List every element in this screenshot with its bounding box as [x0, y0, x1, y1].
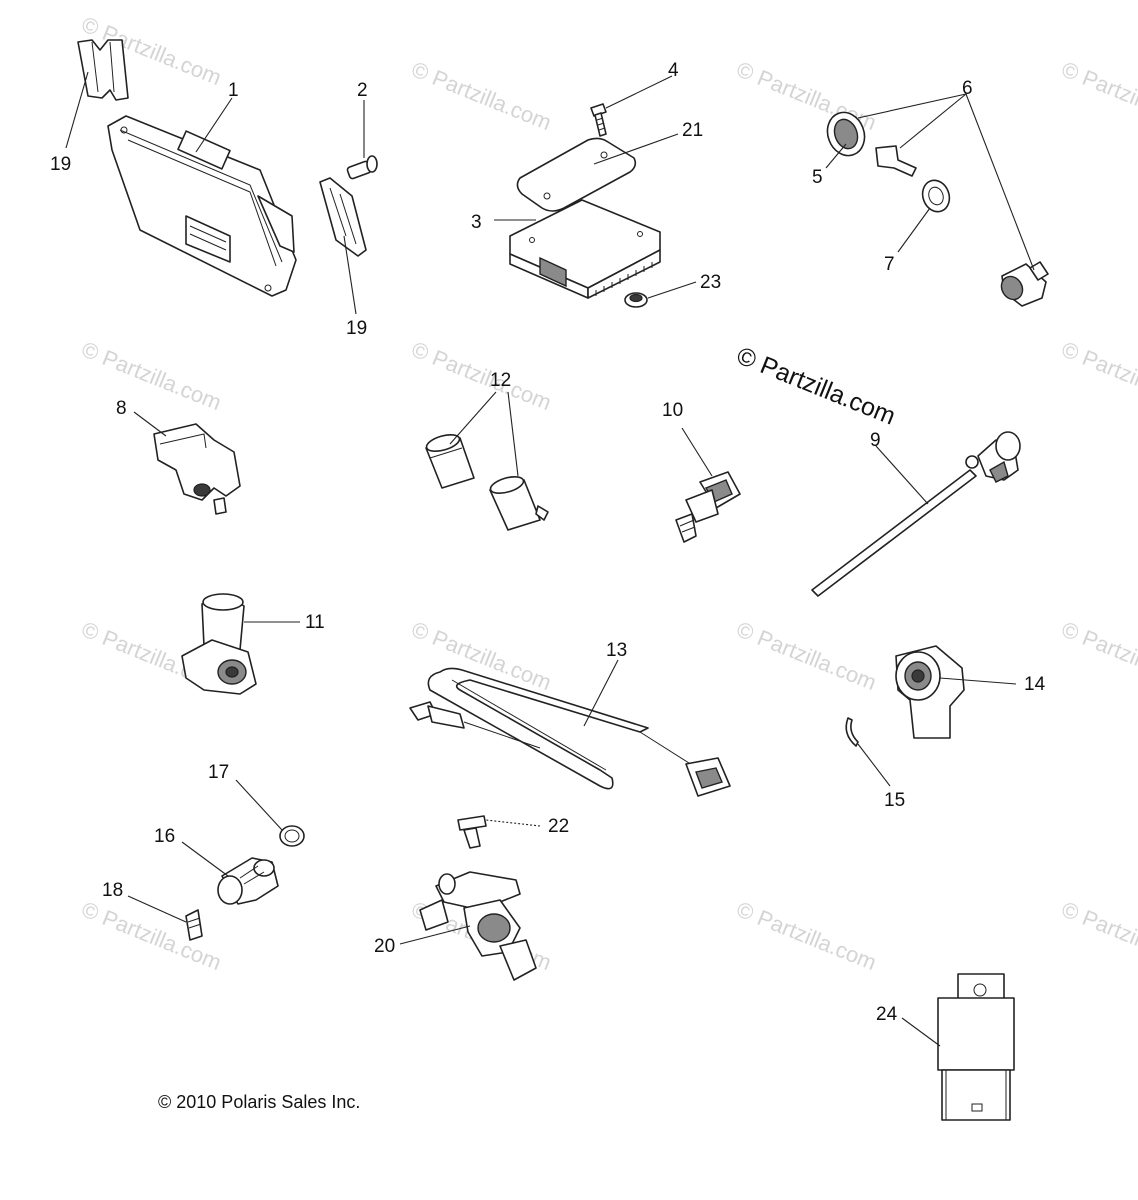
part-11-tps[interactable]: [181, 593, 257, 695]
part-10-temp-sensor[interactable]: [675, 471, 741, 543]
part-3-module[interactable]: [509, 199, 661, 299]
callout-labels: 1 2 3 4 5 6 7 8 9 10 11 12 13 14 15 16 1…: [50, 60, 1046, 1025]
watermark-text: © Partzilla.com: [408, 56, 555, 135]
callout-23: 23: [700, 272, 721, 293]
part-12-pins[interactable]: [425, 432, 549, 531]
watermark-text: © Partzilla.com: [408, 336, 555, 415]
part-8-map-sensor[interactable]: [153, 423, 241, 515]
callout-13: 13: [606, 640, 627, 661]
part-23-grommet[interactable]: [624, 292, 648, 308]
callout-19: 19: [346, 318, 367, 339]
watermark-center: © Partzilla.com: [733, 342, 900, 431]
watermark-text: © Partzilla.com: [1058, 336, 1138, 415]
watermark-text: © Partzilla.com: [1058, 616, 1138, 695]
callout-17: 17: [208, 762, 229, 783]
leader-lines: [65, 71, 1035, 1047]
watermark-text: © Partzilla.com: [78, 896, 225, 975]
part-15-clip[interactable]: [845, 717, 859, 747]
callout-6: 6: [962, 78, 973, 99]
callout-4: 4: [668, 60, 679, 81]
watermark-text: © Partzilla.com: [733, 616, 880, 695]
part-6-ignition-switch[interactable]: [997, 261, 1049, 307]
callout-2: 2: [357, 80, 368, 101]
callout-11: 11: [305, 612, 325, 633]
callout-5: 5: [812, 167, 823, 188]
callout-1: 1: [228, 80, 239, 101]
part-13-harness[interactable]: [409, 667, 731, 797]
callout-19: 19: [50, 154, 71, 175]
watermark-text: © Partzilla.com: [733, 896, 880, 975]
callout-7: 7: [884, 254, 895, 275]
callout-20: 20: [374, 936, 395, 957]
watermark-text: © Partzilla.com: [78, 336, 225, 415]
part-19-bracket-left[interactable]: [77, 39, 129, 101]
part-21-gasket[interactable]: [516, 137, 637, 212]
part-5-cap[interactable]: [822, 107, 871, 161]
part-16-speed-sensor[interactable]: [217, 857, 279, 905]
part-1-ecu[interactable]: [107, 115, 297, 297]
part-14-knock-sensor[interactable]: [895, 645, 965, 739]
callout-21: 21: [682, 120, 703, 141]
watermark-text: © Partzilla.com: [1058, 896, 1138, 975]
callout-9: 9: [870, 430, 881, 451]
callout-24: 24: [876, 1004, 898, 1025]
callout-16: 16: [154, 826, 175, 847]
part-18-bolt[interactable]: [185, 909, 203, 941]
callout-10: 10: [662, 400, 683, 421]
callout-14: 14: [1024, 674, 1046, 695]
part-7-washer[interactable]: [918, 177, 953, 216]
callout-3: 3: [471, 212, 482, 233]
part-2-bolt[interactable]: [346, 155, 378, 180]
part-4-screw[interactable]: [590, 103, 607, 137]
part-6-key[interactable]: [875, 145, 917, 177]
callout-15: 15: [884, 790, 905, 811]
part-22-screw[interactable]: [457, 815, 487, 849]
part-20-iac-valve[interactable]: [419, 871, 537, 981]
part-9-o2-sensor[interactable]: [811, 431, 1021, 597]
part-17-oring[interactable]: [279, 825, 305, 847]
callout-8: 8: [116, 398, 127, 419]
callout-12: 12: [490, 370, 511, 391]
copyright-text: © 2010 Polaris Sales Inc.: [158, 1092, 360, 1112]
callout-18: 18: [102, 880, 123, 901]
part-19-bracket-right[interactable]: [319, 177, 367, 257]
watermark-text: © Partzilla.com: [1058, 56, 1138, 135]
callout-22: 22: [548, 816, 569, 837]
part-24-relay[interactable]: [937, 973, 1015, 1121]
